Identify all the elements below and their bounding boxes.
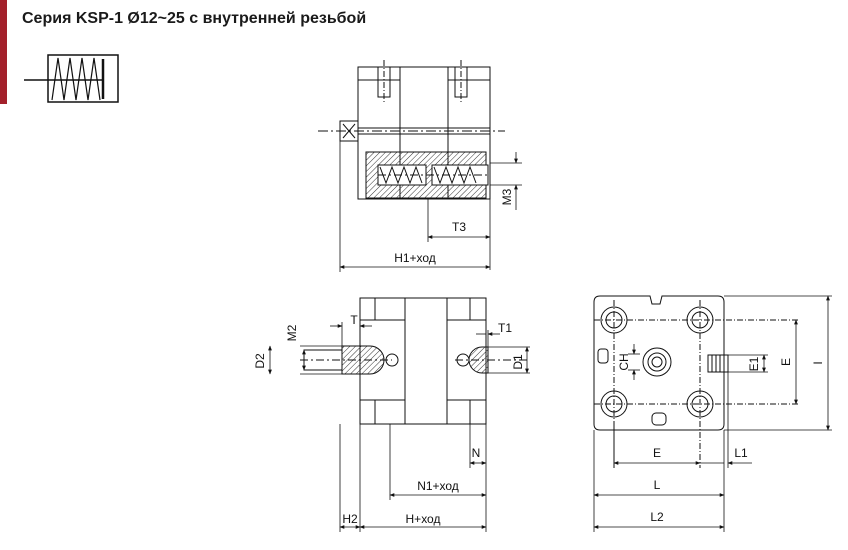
dim-label-n1-stroke: N1+ход bbox=[417, 479, 459, 493]
dim-label-d1: D1 bbox=[511, 354, 525, 370]
front-view bbox=[300, 297, 530, 425]
dim-label-d2: D2 bbox=[253, 353, 267, 369]
top-section-view bbox=[318, 60, 505, 200]
dim-label-i: I bbox=[811, 361, 825, 364]
dim-label-l: L bbox=[654, 478, 661, 492]
dim-label-h-stroke: H+ход bbox=[406, 512, 441, 526]
dim-label-t3: T3 bbox=[452, 220, 466, 234]
front-view-dimensions bbox=[268, 322, 530, 532]
dim-label-e-horizontal: E bbox=[653, 446, 661, 460]
page-title: Серия KSP-1 Ø12~25 с внутренней резьбой bbox=[22, 10, 367, 27]
dim-label-n: N bbox=[472, 446, 481, 460]
dim-label-m3: M3 bbox=[500, 188, 514, 205]
dim-label-e-vertical: E bbox=[779, 358, 793, 366]
dim-label-ch: CH bbox=[617, 353, 631, 370]
dim-label-e1: E1 bbox=[747, 356, 761, 371]
dim-label-l1: L1 bbox=[734, 446, 748, 460]
dim-label-m2: M2 bbox=[285, 324, 299, 341]
top-view-dimensions bbox=[339, 141, 522, 272]
dim-label-h1-stroke: H1+ход bbox=[394, 251, 436, 265]
title-accent-bar bbox=[0, 0, 7, 104]
dim-label-t: T bbox=[350, 313, 358, 327]
dim-label-h2: H2 bbox=[342, 512, 358, 526]
spring-return-cylinder-icon bbox=[24, 54, 119, 103]
end-view-dimensions bbox=[593, 295, 832, 532]
dim-label-t1: T1 bbox=[498, 321, 512, 335]
dim-label-l2: L2 bbox=[650, 510, 664, 524]
end-view bbox=[593, 295, 800, 468]
